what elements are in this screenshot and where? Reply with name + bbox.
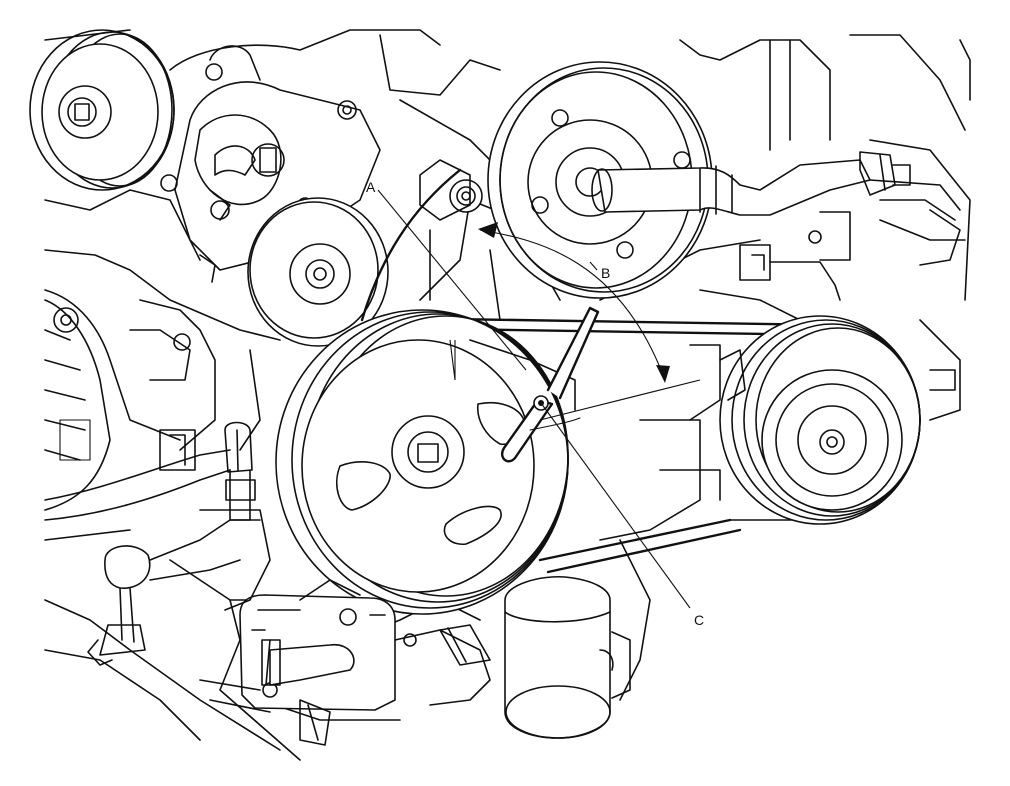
crankshaft-pulley [275,309,576,615]
holding-tool [501,306,600,463]
idler-pulley [247,197,389,347]
leader-lines [377,189,701,609]
oil-filter [504,575,631,739]
ac-compressor-pulley [689,315,921,525]
arrowhead-b-top [478,222,498,238]
callout-b: B [601,265,610,281]
arrowhead-b-bottom [656,365,670,383]
upper-coolant-hose [591,151,961,266]
lower-hoses [87,519,491,746]
leader-line-a [377,189,527,371]
rotation-arrow-b [479,229,666,381]
leader-line-b [589,261,598,271]
mount-bolts [419,159,851,301]
alternator [44,299,216,511]
left-hoses [44,421,271,611]
callout-a: A [366,179,376,195]
leader-line-c [540,402,691,609]
upper-left-pulley [29,29,175,191]
callout-c: C [694,612,704,628]
